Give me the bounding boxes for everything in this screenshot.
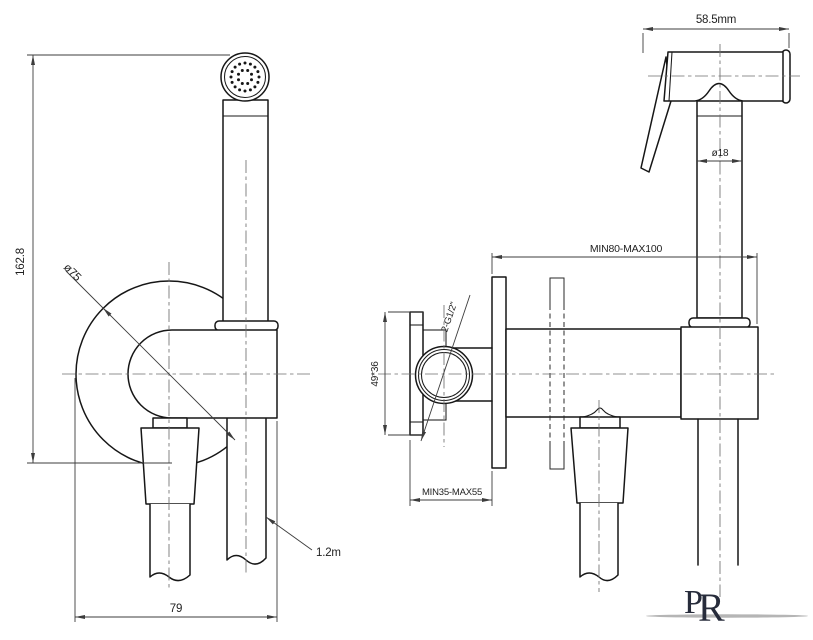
head-width-label: 58.5mm: [696, 14, 736, 26]
valve-body-side: [505, 328, 682, 418]
plate-diameter-label: ø75: [61, 262, 83, 284]
sprayer-hose-front: [226, 416, 267, 565]
mount-range-label: MIN80-MAX100: [590, 243, 663, 255]
sprayer-handle-side: [696, 100, 743, 319]
handle-collar-front: [214, 320, 279, 332]
spray-head-front: [220, 52, 270, 102]
sprayer-handle-front: [222, 99, 269, 323]
overall-height-label: 162.8: [15, 248, 27, 276]
side-view: 58.5mm ø18 MIN80-MAX100 49*36: [370, 14, 800, 597]
flange-size-label: 49*36: [370, 361, 381, 387]
logo-letter-r: R: [698, 585, 725, 630]
handle-collar-side: [688, 317, 751, 329]
thread-spec-label: 2-G1/2": [439, 301, 459, 334]
outlet-cone-front: [140, 427, 200, 505]
logo-letter-p: P: [684, 584, 703, 621]
dim-hose-length: 1.2m: [265, 516, 341, 559]
outlet-neck-front: [152, 417, 188, 429]
brand-logo: P R: [646, 584, 808, 630]
dim-mount-range: MIN80-MAX100: [491, 243, 758, 324]
hose-length-label: 1.2m: [316, 547, 341, 559]
dim-overall-height: 162.8: [15, 54, 230, 464]
wall-plate-side: [491, 276, 507, 469]
outlet-neck-side: [579, 416, 621, 429]
handle-diameter-label: ø18: [712, 148, 729, 159]
dim-handle-diameter: ø18: [697, 148, 742, 163]
dim-recess-range: MIN35-MAX55: [409, 440, 493, 506]
outlet-dome-side: [582, 407, 618, 418]
spray-head-side: [663, 51, 784, 102]
base-width-label: 79: [170, 603, 182, 615]
mounting-screw-hidden-lines: [549, 277, 565, 470]
logo-swoosh: [646, 614, 808, 618]
dim-head-width: 58.5mm: [642, 14, 790, 53]
outlet-hose-front: [149, 503, 191, 582]
outlet-cone-side: [570, 427, 629, 504]
dim-flange-size: 49*36: [370, 311, 423, 436]
spray-nozzle-holes: [229, 61, 261, 93]
handle-lower-tube-side: [697, 418, 739, 566]
recess-range-label: MIN35-MAX55: [422, 487, 482, 498]
holder-block-side: [680, 326, 759, 420]
head-left-cap-line: [668, 51, 673, 102]
dim-base-width: 79: [74, 378, 278, 622]
front-view: ø75 162.8 79 1.2m: [15, 52, 341, 622]
centerlines-side: [378, 44, 800, 597]
